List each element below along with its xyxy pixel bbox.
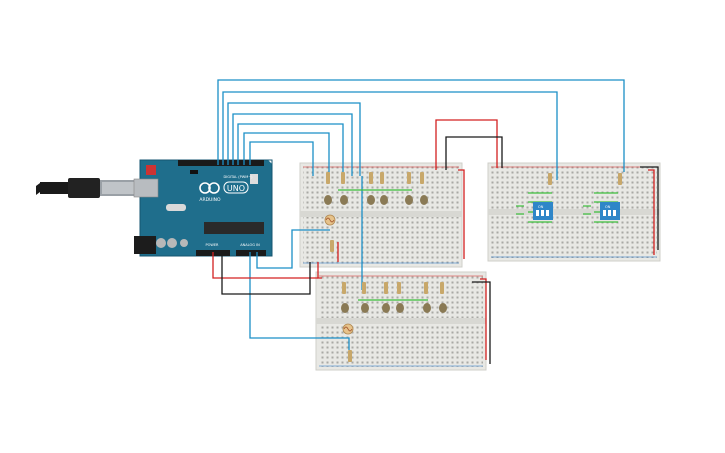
arduino-logo-icon [199, 182, 220, 194]
reset-button-icon[interactable] [146, 165, 156, 175]
dip-switch-2[interactable]: ON [600, 202, 620, 220]
analog-label: ANALOG IN [240, 243, 260, 247]
uno-label: UNO [227, 184, 245, 193]
dip-switch-1[interactable]: ON [533, 202, 553, 220]
arduino-uno-board[interactable]: UNO ARDUINO POWER ANALOG IN DIGITAL (PWM… [133, 159, 273, 257]
digital-header[interactable] [178, 160, 264, 166]
atmega-chip [204, 222, 264, 234]
black-wires[interactable] [221, 136, 659, 364]
uno-badge [223, 181, 249, 194]
resistors[interactable] [326, 172, 622, 362]
dip-switch-2-label: ON [605, 205, 611, 209]
dip-switch-1-label: ON [538, 205, 544, 209]
analog-header[interactable] [236, 250, 266, 256]
power-label: POWER [206, 243, 220, 247]
digital-label: DIGITAL (PWM~) [223, 175, 253, 179]
barrel-jack-icon [134, 236, 156, 254]
photoresistor-icon[interactable] [324, 214, 354, 335]
red-wires[interactable] [212, 119, 655, 360]
breadboard-2[interactable] [487, 162, 661, 262]
usb-cable-icon[interactable] [36, 178, 138, 198]
blue-wires[interactable] [217, 79, 625, 350]
usb-port [133, 178, 159, 198]
brand-label: ARDUINO [199, 197, 221, 203]
leds[interactable] [324, 195, 447, 313]
